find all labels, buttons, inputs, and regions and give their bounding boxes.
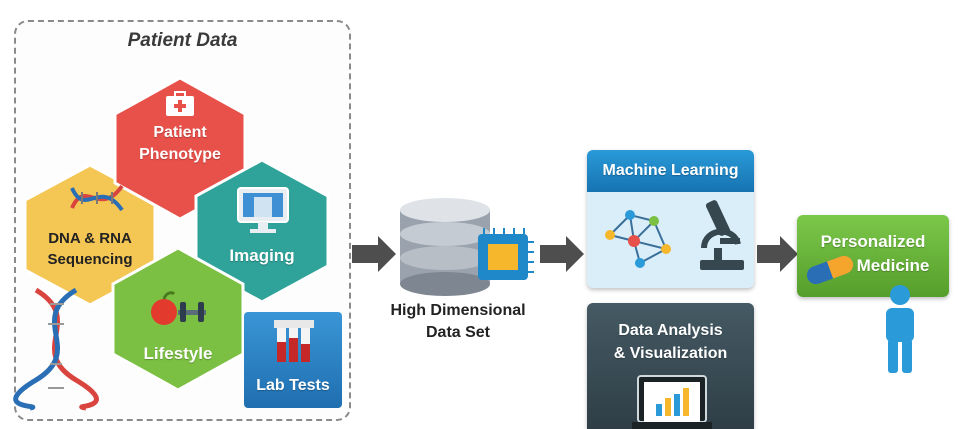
arrow-1 [352, 236, 396, 272]
database-chip-icon [400, 198, 534, 296]
person-icon [886, 285, 914, 373]
dna-label-1: DNA & RNA [48, 230, 132, 247]
phenotype-hexagon [113, 76, 247, 221]
machine-learning-header: Machine Learning [587, 150, 754, 192]
machine-learning-title: Machine Learning [602, 162, 739, 179]
data-analysis-label-2: & Visualization [613, 345, 728, 362]
microscope-icon [700, 200, 744, 270]
medical-kit-icon [166, 91, 194, 116]
dna-label-2: Sequencing [47, 251, 133, 268]
phenotype-label-1: Patient [153, 124, 207, 141]
data-analysis-label-1: Data Analysis [618, 322, 723, 339]
dataset-label-1: High Dimensional [390, 302, 526, 319]
monitor-icon [237, 187, 289, 233]
fruit-dumbbell-icon [151, 291, 206, 325]
dna-helix-icon [70, 184, 124, 212]
personalized-medicine-card [797, 215, 949, 297]
machine-learning-card: Machine Learning [587, 150, 754, 288]
lifestyle-hexagon [111, 246, 245, 392]
lifestyle-label: Lifestyle [143, 344, 213, 363]
dataset-label-2: Data Set [425, 324, 491, 341]
bar-chart-laptop-icon [632, 375, 712, 429]
imaging-label: Imaging [229, 246, 295, 265]
personalized-label-1: Personalized [820, 232, 926, 251]
personalized-label-2: Medicine [856, 256, 930, 275]
neural-network-icon [605, 210, 671, 268]
dna-decoration-icon [13, 287, 99, 411]
patient-data-title: Patient Data [127, 30, 238, 51]
pill-icon [806, 255, 854, 285]
arrow-3 [757, 236, 798, 272]
lab-tests-label: Lab Tests [256, 377, 330, 394]
phenotype-label-2: Phenotype [139, 146, 221, 163]
test-tubes-icon [274, 320, 314, 362]
arrow-2 [540, 236, 584, 272]
